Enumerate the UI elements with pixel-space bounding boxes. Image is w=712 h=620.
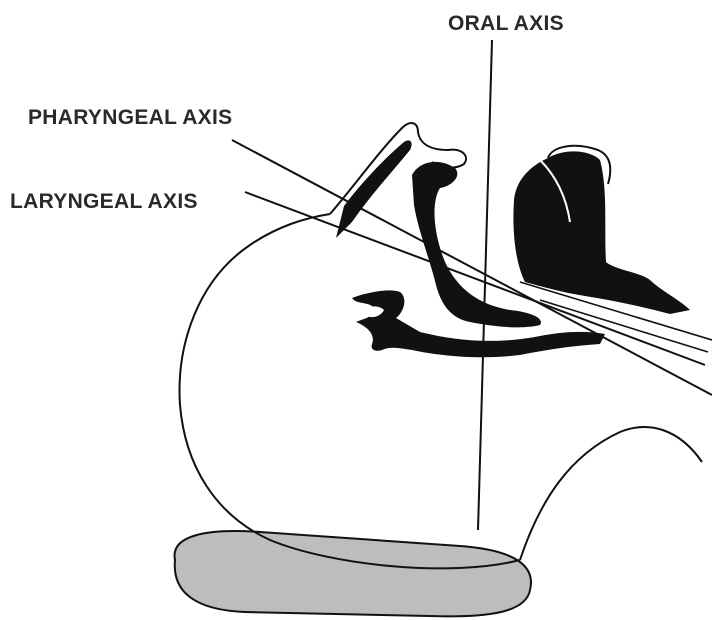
laryngeal-axis-label: LARYNGEAL AXIS	[10, 190, 198, 213]
nasal-bone	[336, 140, 412, 238]
head-outline	[180, 214, 520, 568]
neck-outline	[520, 427, 702, 560]
pharyngeal-axis-label: PHARYNGEAL AXIS	[28, 106, 232, 129]
pillow	[175, 531, 531, 616]
larynx-cartilage	[513, 151, 690, 314]
oral-axis-label: ORAL AXIS	[448, 12, 564, 35]
